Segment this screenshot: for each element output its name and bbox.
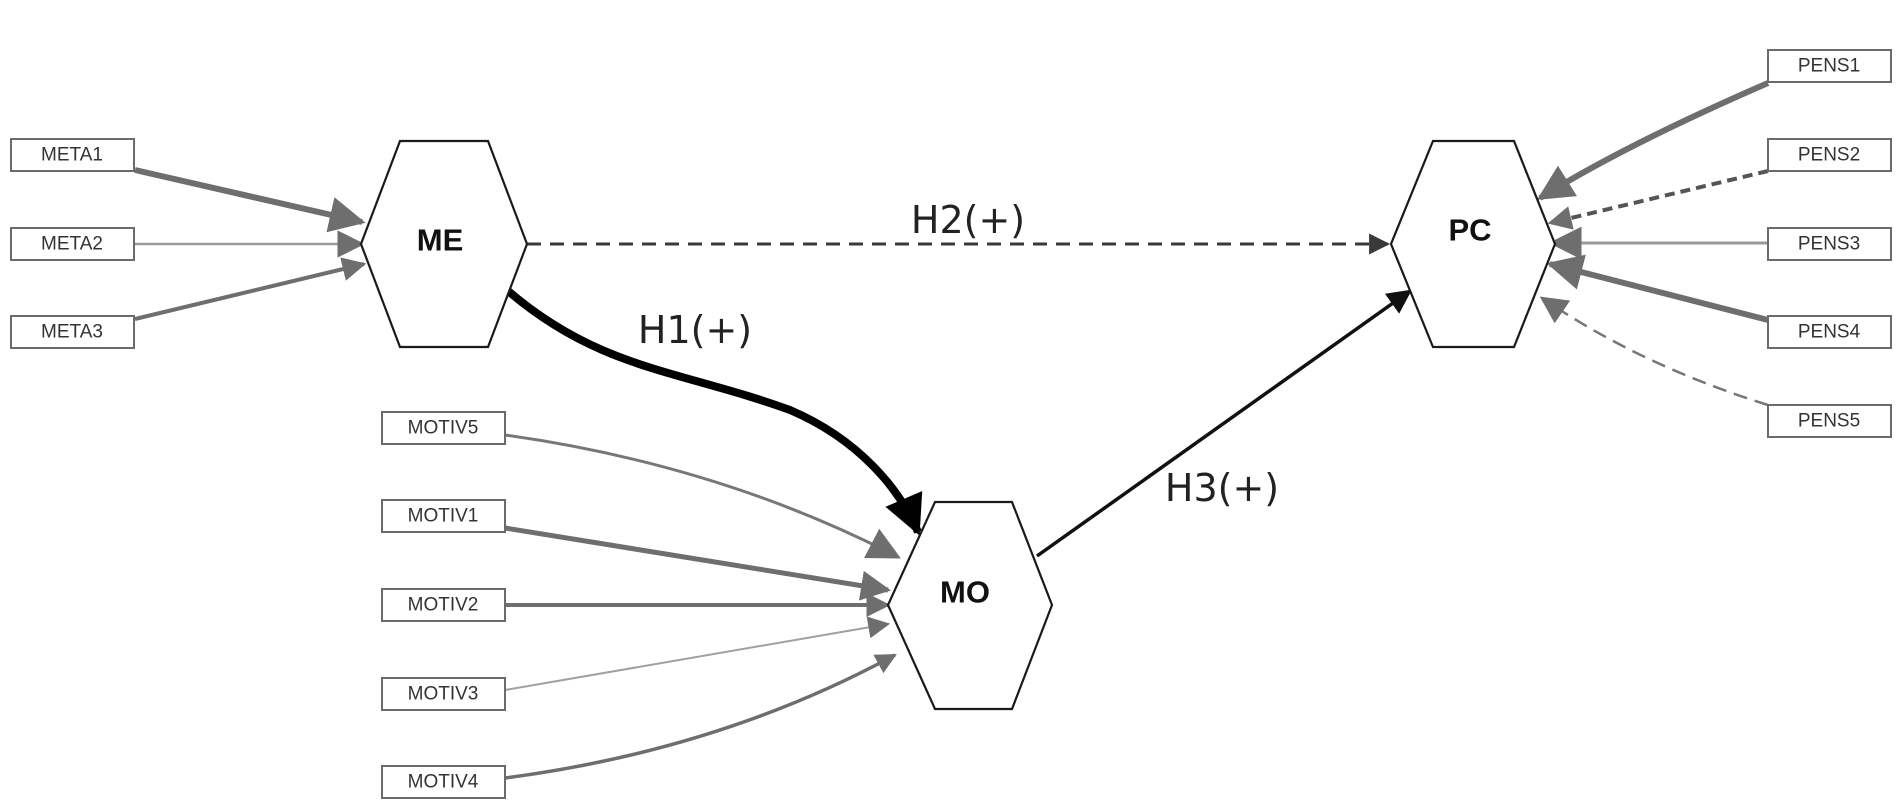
construct-me[interactable]: ME [359,139,529,349]
construct-pc-label: PC [1448,213,1491,248]
indicator-pens1-label: PENS1 [1798,56,1860,77]
indicator-pens4[interactable]: PENS4 [1767,315,1892,349]
path-pens1-pc [1536,80,1770,201]
indicator-meta3-label: META3 [41,322,103,343]
indicator-motiv1[interactable]: MOTIV1 [381,499,506,533]
indicator-pens3[interactable]: PENS3 [1767,227,1892,261]
path-motiv1-mo [504,525,891,601]
indicator-motiv1-label: MOTIV1 [408,506,479,527]
path-motiv4-mo [504,653,897,780]
indicator-motiv2[interactable]: MOTIV2 [381,588,506,622]
indicator-motiv3-label: MOTIV3 [408,684,479,705]
path-motiv5-mo [504,433,901,559]
hypothesis-label-h2: H2(+) [911,198,1025,242]
indicator-pens2-label: PENS2 [1798,145,1860,166]
indicator-meta1-label: META1 [41,145,103,166]
indicator-pens3-label: PENS3 [1798,234,1860,255]
path-h1-me-mo [504,286,923,536]
indicator-motiv5[interactable]: MOTIV5 [381,411,506,445]
path-pens4-pc [1546,254,1769,323]
construct-me-label: ME [417,223,464,258]
path-h3-mo-pc [1035,289,1412,558]
path-pens2-pc [1547,169,1769,230]
path-meta3-me [134,257,367,321]
indicator-motiv3[interactable]: MOTIV3 [381,677,506,711]
indicator-motiv4-label: MOTIV4 [408,772,479,793]
path-pens5-pc [1539,296,1769,407]
construct-me-shape [359,139,529,349]
indicator-motiv2-label: MOTIV2 [408,595,479,616]
indicator-pens5-label: PENS5 [1798,411,1860,432]
indicator-pens1[interactable]: PENS1 [1767,49,1892,83]
path-motiv3-mo [504,616,891,691]
construct-mo-label: MO [940,575,990,610]
construct-pc-shape [1389,139,1557,349]
hypothesis-label-h1: H1(+) [638,308,752,352]
indicator-meta1[interactable]: META1 [10,138,135,172]
hypothesis-label-h3: H3(+) [1165,466,1279,510]
construct-pc[interactable]: PC [1389,139,1557,349]
indicator-meta2-label: META2 [41,234,103,255]
construct-mo[interactable]: MO [886,500,1054,711]
indicator-meta2[interactable]: META2 [10,227,135,261]
indicator-pens2[interactable]: PENS2 [1767,138,1892,172]
path-meta1-me [134,167,366,233]
indicator-motiv5-label: MOTIV5 [408,418,479,439]
indicator-pens5[interactable]: PENS5 [1767,404,1892,438]
indicator-motiv4[interactable]: MOTIV4 [381,765,506,799]
construct-mo-shape [886,500,1054,711]
indicator-meta3[interactable]: META3 [10,315,135,349]
indicator-pens4-label: PENS4 [1798,322,1861,343]
